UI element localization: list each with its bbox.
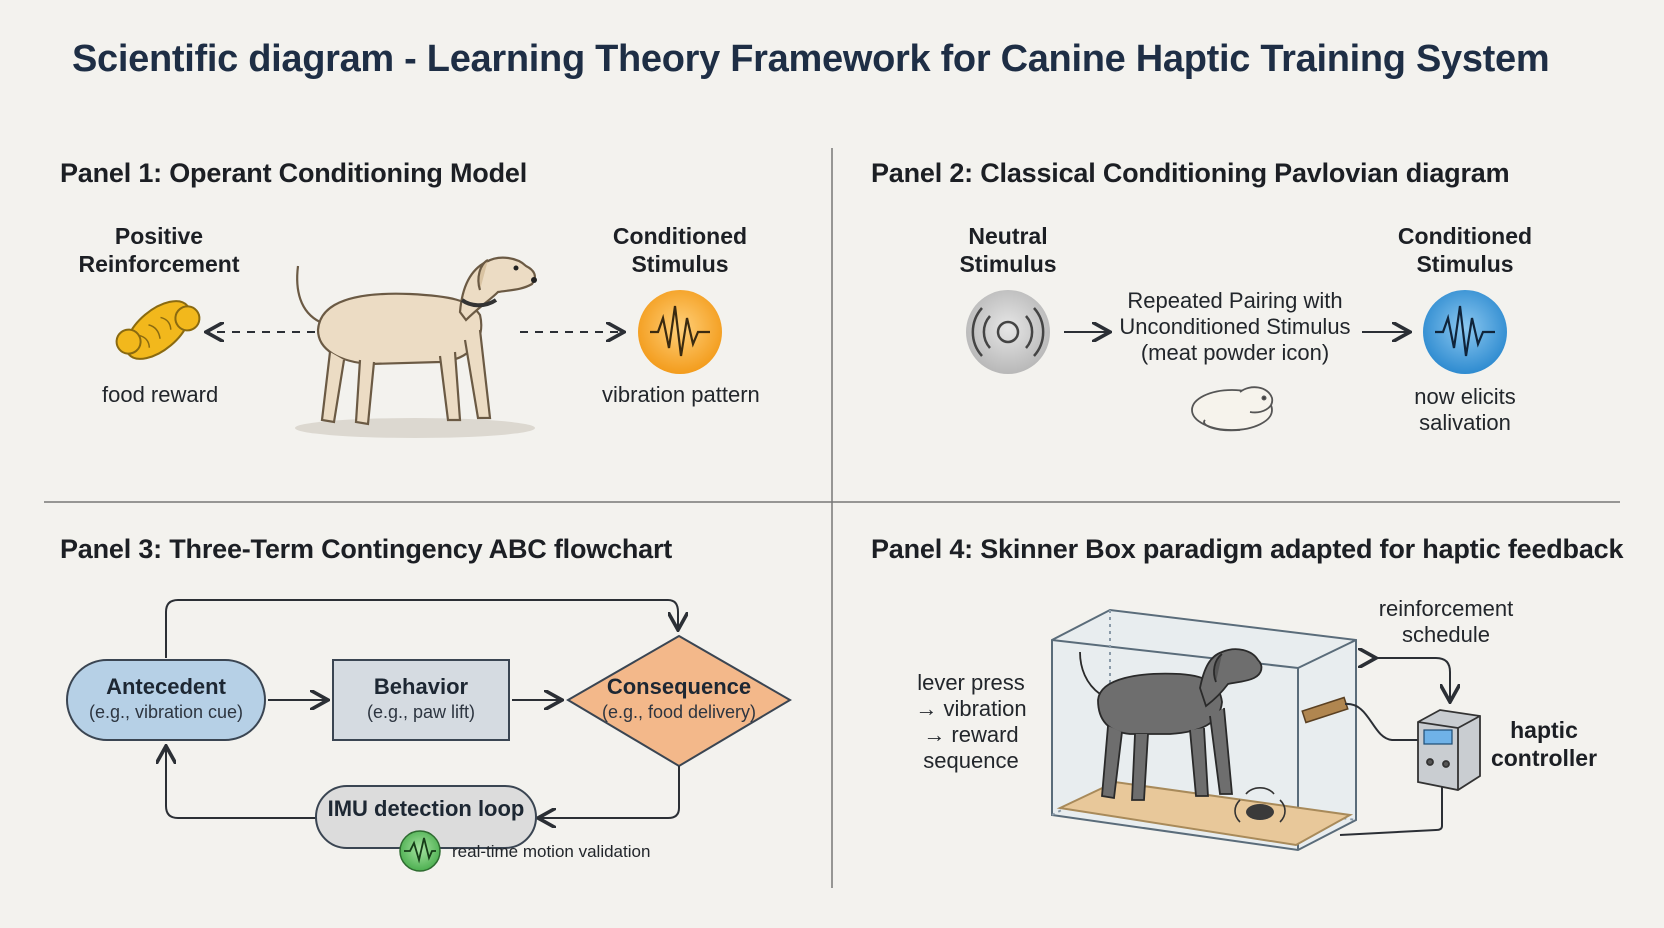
conditioned-stimulus-label-p1: Conditioned Stimulus — [600, 222, 760, 278]
page-title: Scientific diagram - Learning Theory Fra… — [72, 38, 1550, 80]
arrow-consequence-to-imu — [540, 766, 680, 818]
panel-4-graphics — [1051, 608, 1481, 852]
conditioned-stimulus-label-p2: Conditioned Stimulus — [1385, 222, 1545, 278]
positive-reinforcement-line-2: Reinforcement — [78, 251, 240, 277]
sequence-line-2: → vibration — [915, 696, 1027, 721]
vibration-wave-icon — [1435, 305, 1495, 357]
salivation-line-1: now elicits — [1414, 384, 1516, 409]
sequence-line-4: sequence — [923, 748, 1019, 773]
panel-1-graphics — [115, 256, 722, 438]
cable-controller-to-box — [1339, 786, 1443, 836]
panel-3-graphics — [66, 599, 792, 872]
dog-standing-icon — [295, 256, 537, 438]
salivation-caption: now elicits salivation — [1395, 384, 1535, 436]
conditioned-stimulus-p1-line-2: Stimulus — [631, 251, 729, 277]
food-reward-caption: food reward — [102, 382, 219, 407]
schedule-line-1: reinforcement — [1378, 596, 1514, 621]
sequence-line-1: lever press — [917, 670, 1025, 695]
sequence-line-3: → reward — [923, 722, 1019, 747]
arrow-imu-to-antecedent — [166, 748, 316, 819]
conditioned-stimulus-p2-line-2: Stimulus — [1416, 251, 1514, 277]
consequence-title: Consequence — [606, 674, 752, 699]
conditioned-stimulus-icon — [1423, 290, 1507, 374]
vibration-pattern-caption: vibration pattern — [602, 382, 760, 407]
neutral-stimulus-line-2: Stimulus — [959, 251, 1057, 277]
conditioned-stimulus-p2-line-1: Conditioned — [1397, 223, 1533, 249]
sensor-wave-icon — [399, 830, 441, 872]
panel-2-title: Panel 2: Classical Conditioning Pavlovia… — [871, 158, 1510, 188]
reinforcement-schedule-label: reinforcement schedule — [1366, 596, 1526, 648]
bone-treat-icon — [115, 300, 201, 360]
panel-3-title: Panel 3: Three-Term Contingency ABC flow… — [60, 534, 673, 564]
antecedent-sub: (e.g., vibration cue) — [88, 702, 244, 722]
panel-1-title: Panel 1: Operant Conditioning Model — [60, 158, 528, 188]
behavior-node — [332, 659, 510, 741]
salivation-line-2: salivation — [1419, 410, 1511, 435]
repeated-pairing-text: Repeated Pairing with Unconditioned Stim… — [1110, 288, 1360, 366]
behavior-sub: (e.g., paw lift) — [366, 702, 476, 722]
vibration-wave-icon — [650, 305, 710, 357]
arrow-schedule-to-controller — [1374, 658, 1450, 700]
arrow-loop-top — [165, 599, 678, 658]
neutral-stimulus-icon — [966, 290, 1050, 374]
sensor-wave-line — [404, 837, 436, 864]
controller-line-2: controller — [1490, 745, 1598, 771]
consequence-sub: (e.g., food delivery) — [601, 702, 757, 722]
sleeping-dog-icon — [1191, 386, 1274, 432]
behavior-title: Behavior — [373, 674, 469, 699]
antecedent-node — [66, 659, 266, 741]
dog-in-box-icon — [1079, 648, 1263, 801]
vibration-stimulus-icon — [638, 290, 722, 374]
haptic-controller-icon — [1417, 709, 1481, 791]
sequence-text: lever press → vibration → reward sequenc… — [906, 670, 1036, 774]
panel-2-graphics — [966, 290, 1507, 432]
positive-reinforcement-label: Positive Reinforcement — [74, 222, 244, 278]
imu-sub: real-time motion validation — [452, 842, 651, 861]
antecedent-title: Antecedent — [106, 674, 226, 699]
repeated-pairing-line-1: Repeated Pairing with — [1127, 288, 1343, 313]
consequence-node — [566, 634, 792, 768]
cable-lever-to-controller — [1344, 702, 1418, 741]
vibration-button-icon — [1234, 787, 1286, 823]
neutral-stimulus-label: Neutral Stimulus — [938, 222, 1078, 278]
speaker-ring-icon — [971, 307, 1045, 357]
repeated-pairing-line-3: (meat powder icon) — [1140, 340, 1330, 365]
imu-title: IMU detection loop — [327, 796, 525, 821]
schedule-line-2: schedule — [1401, 622, 1491, 647]
controller-line-1: haptic — [1510, 717, 1578, 743]
neutral-stimulus-line-1: Neutral — [968, 223, 1048, 249]
repeated-pairing-line-2: Unconditioned Stimulus — [1119, 314, 1351, 339]
panel-4-title: Panel 4: Skinner Box paradigm adapted fo… — [871, 534, 1624, 564]
conditioned-stimulus-p1-line-1: Conditioned — [612, 223, 748, 249]
positive-reinforcement-line-1: Positive — [114, 223, 204, 249]
haptic-controller-label: haptic controller — [1486, 716, 1602, 772]
